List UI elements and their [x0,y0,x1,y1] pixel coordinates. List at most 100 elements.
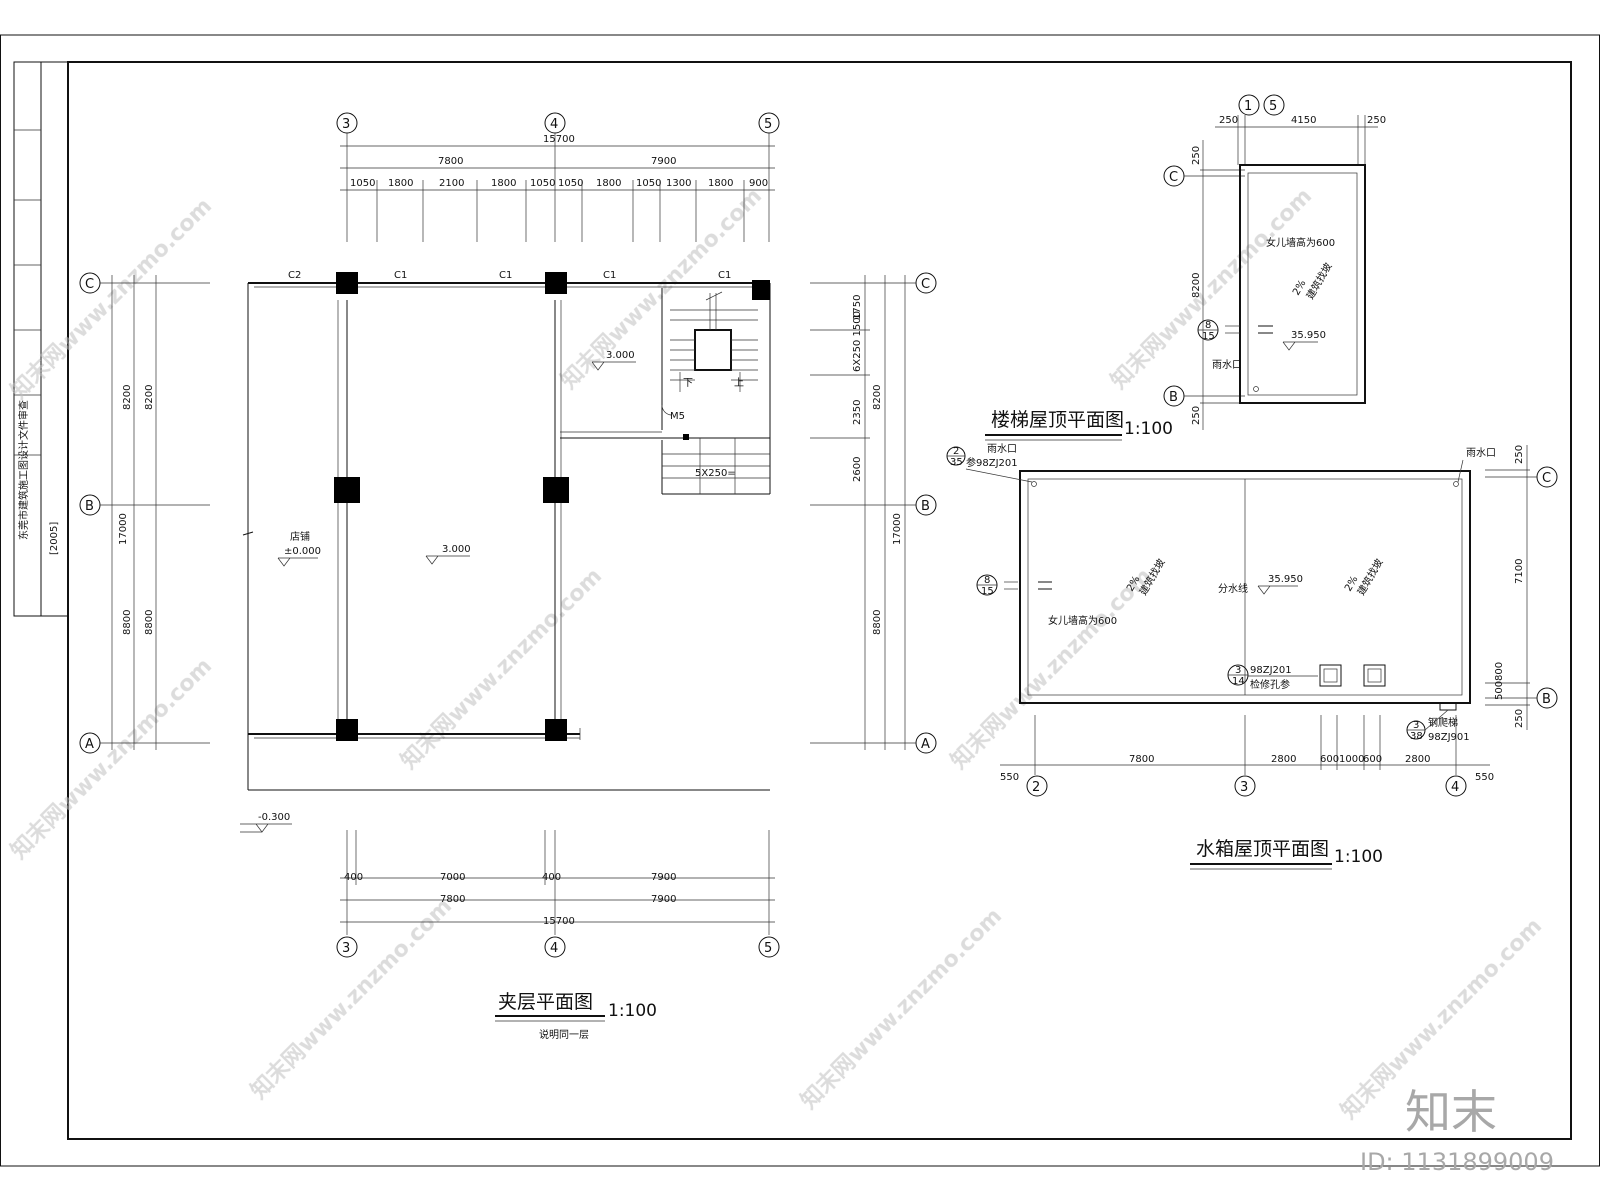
dim-bottom: 7800 [1129,754,1154,765]
axis-label-4: 4 [1451,780,1459,795]
drawing-title: 夹层平面图 [498,991,593,1013]
hatch-detail-sheet: 14 [1232,676,1245,687]
drawing-scale: 1:100 [608,1001,657,1021]
ref-label: 参98ZJ201 [966,456,1018,469]
axis-label-4: 4 [550,117,558,132]
watermark-text: 知末网www.znzmo.com [796,903,1007,1114]
dim-bottom: 600 [1320,754,1339,765]
axis-label-C: C [1542,471,1551,486]
watermark-text: 知末网www.znzmo.com [6,193,217,404]
structural-column [752,280,770,300]
window-label: C1 [603,270,616,281]
dim-left: 250 [1191,406,1202,425]
dim-top: 4150 [1291,115,1316,126]
dim-left: 17000 [118,513,129,545]
axis-label-B: B [85,499,94,514]
stair-down-label: 下 [683,378,693,389]
detail-sheet: 15 [1202,331,1215,342]
ladder-detail-sheet: 38 [1410,731,1423,742]
watermark-group: 知末网www.znzmo.com 知末网www.znzmo.com 知末网www… [6,183,1547,1124]
dim-bottom: 400 [542,872,561,883]
dim-right-detail: 1750 [852,295,863,320]
drain-label: 雨水口 [1212,359,1242,371]
drain-label: 雨水口 [1466,447,1496,459]
parapet-note: 女儿墙高为600 [1048,614,1117,627]
ref-sheet: 35 [950,457,963,468]
axis-label-3: 3 [342,117,350,132]
structural-column [543,477,569,503]
level-mark: -0.300 [258,812,290,823]
watermark-id: ID: 1131899009 [1360,1148,1554,1176]
dim-right: 8200 [872,385,883,410]
dim-top-detail: 1050 [558,178,583,189]
dim-right-detail: 2600 [852,457,863,482]
drawing-title: 水箱屋顶平面图 [1196,838,1329,860]
dim-top-mid: 7900 [651,156,676,167]
dim-bottom: 2800 [1405,754,1430,765]
dim-top-detail: 1050 [530,178,555,189]
dim-right: 250 [1514,709,1525,728]
axis-label-C: C [1169,170,1178,185]
detail-sheet: 15 [981,586,994,597]
hatch-detail-number: 3 [1235,665,1241,676]
slope-note: 建筑找坡 [1354,556,1385,597]
dim-right: 17000 [892,513,903,545]
level-mark: 35.950 [1291,330,1326,341]
drawing-note: 说明同一层 [539,1028,589,1041]
dim-top-mid: 7800 [438,156,463,167]
dim-bottom: 15700 [543,916,575,927]
structural-column [336,719,358,741]
dim-left: 8200 [144,385,155,410]
dim-bottom: 7000 [440,872,465,883]
detail-number: 8 [984,575,990,586]
dim-top-detail: 1800 [708,178,733,189]
dim-left: 8800 [122,610,133,635]
title-block: 东莞市建筑施工图设计文件审查 [2005] [17,400,60,555]
mezzanine-plan: 3 4 5 15700 7800 7900 1050 1800 2100 180… [79,112,937,1041]
watermark-text: 知末网www.znzmo.com [6,653,217,864]
dim-top-total: 15700 [543,134,575,145]
window-label: C1 [718,270,731,281]
stair-steps-label: 5X250= [695,468,736,479]
detail-number: 8 [1205,320,1211,331]
hatch-ref: 98ZJ201 [1250,665,1292,676]
axis-label-4: 4 [550,941,558,956]
ref-number: 2 [953,446,959,457]
dim-left: 8800 [144,610,155,635]
dim-top: 250 [1367,115,1386,126]
drain-label: 雨水口 [987,443,1017,455]
window-label: C1 [499,270,512,281]
structural-column [334,477,360,503]
dim-bottom: 7900 [651,894,676,905]
axis-label-C: C [85,277,94,292]
ridge-label: 分水线 [1218,582,1248,595]
window-label: C1 [394,270,407,281]
dim-bottom: 600 [1363,754,1382,765]
ladder-label: 钢爬梯 [1428,716,1458,729]
watermark-text: 知末网www.znzmo.com [946,563,1157,774]
axis-label-B: B [1542,692,1551,707]
axis-label-3: 3 [342,941,350,956]
axis-label-5: 5 [764,941,772,956]
dim-right: 800 [1494,662,1505,681]
dim-bottom: 2800 [1271,754,1296,765]
level-mark: 3.000 [442,544,471,555]
axis-label-A: A [85,737,94,752]
axis-label-B: B [921,499,930,514]
drawing-scale: 1:100 [1334,847,1383,867]
dim-right: 8800 [872,610,883,635]
dim-bottom: 7900 [651,872,676,883]
dim-right: 500 [1494,681,1505,700]
title-block-text: 东莞市建筑施工图设计文件审查 [17,400,30,540]
level-mark: 3.000 [606,350,635,361]
watermark-logo: 知末 [1405,1085,1497,1139]
ladder-ref: 98ZJ901 [1428,732,1470,743]
dim-bottom: 550 [1475,772,1494,783]
dim-bottom: 550 [1000,772,1019,783]
drawing-title: 楼梯屋顶平面图 [991,409,1124,431]
watermark-text: 知末网www.znzmo.com [556,183,767,394]
room-name: 店铺 [290,530,310,543]
ladder-detail-number: 3 [1413,720,1419,731]
axis-label-3: 3 [1240,780,1248,795]
